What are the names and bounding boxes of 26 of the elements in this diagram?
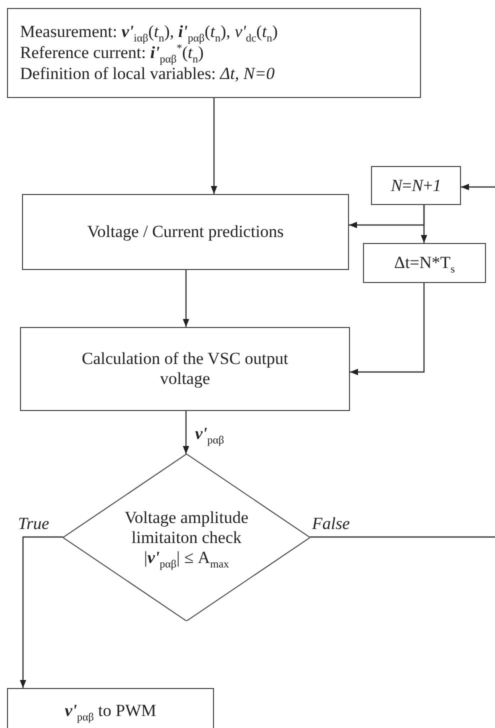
step-text: N=N+1	[390, 176, 442, 196]
arrow	[20, 536, 63, 688]
condition-text: |v'$_{pαβ}$| ≤ A$_{max}$	[142, 548, 230, 568]
edge-label: True	[18, 514, 50, 534]
step-text: Reference current: i'$_{pαβ}$$^{*}$(t$_{n}$)	[20, 42, 204, 62]
process-box	[363, 243, 486, 283]
process-box	[20, 327, 350, 411]
arrow	[350, 283, 425, 376]
process-box	[22, 194, 349, 270]
step-text: Voltage / Current predictions	[87, 222, 284, 242]
step-text: Definition of local variables: Δt, N=0	[20, 64, 275, 84]
process-box	[371, 166, 461, 205]
decision-diamond	[63, 454, 310, 621]
arrow	[182, 411, 190, 454]
arrow	[461, 184, 495, 190]
step-text: Measurement: v'$_{iαβ}$(t$_{n}$), i'$_{pαβ}$(t$_{n}$), v'$_{dc}$(t$_{n}$)	[20, 22, 278, 42]
process-box	[7, 8, 421, 98]
step-text: Calculation of the VSC output voltage	[80, 349, 290, 389]
arrow	[420, 205, 428, 243]
process-box	[7, 688, 214, 728]
arrow	[182, 270, 190, 327]
step-text: Δt=N*T$_{s}$	[394, 253, 455, 273]
edge-label: v'$_{pαβ}$	[195, 424, 224, 444]
edge-label: False	[312, 514, 350, 534]
arrow	[210, 98, 218, 194]
step-text: v'$_{pαβ}$ to PWM	[64, 700, 156, 720]
